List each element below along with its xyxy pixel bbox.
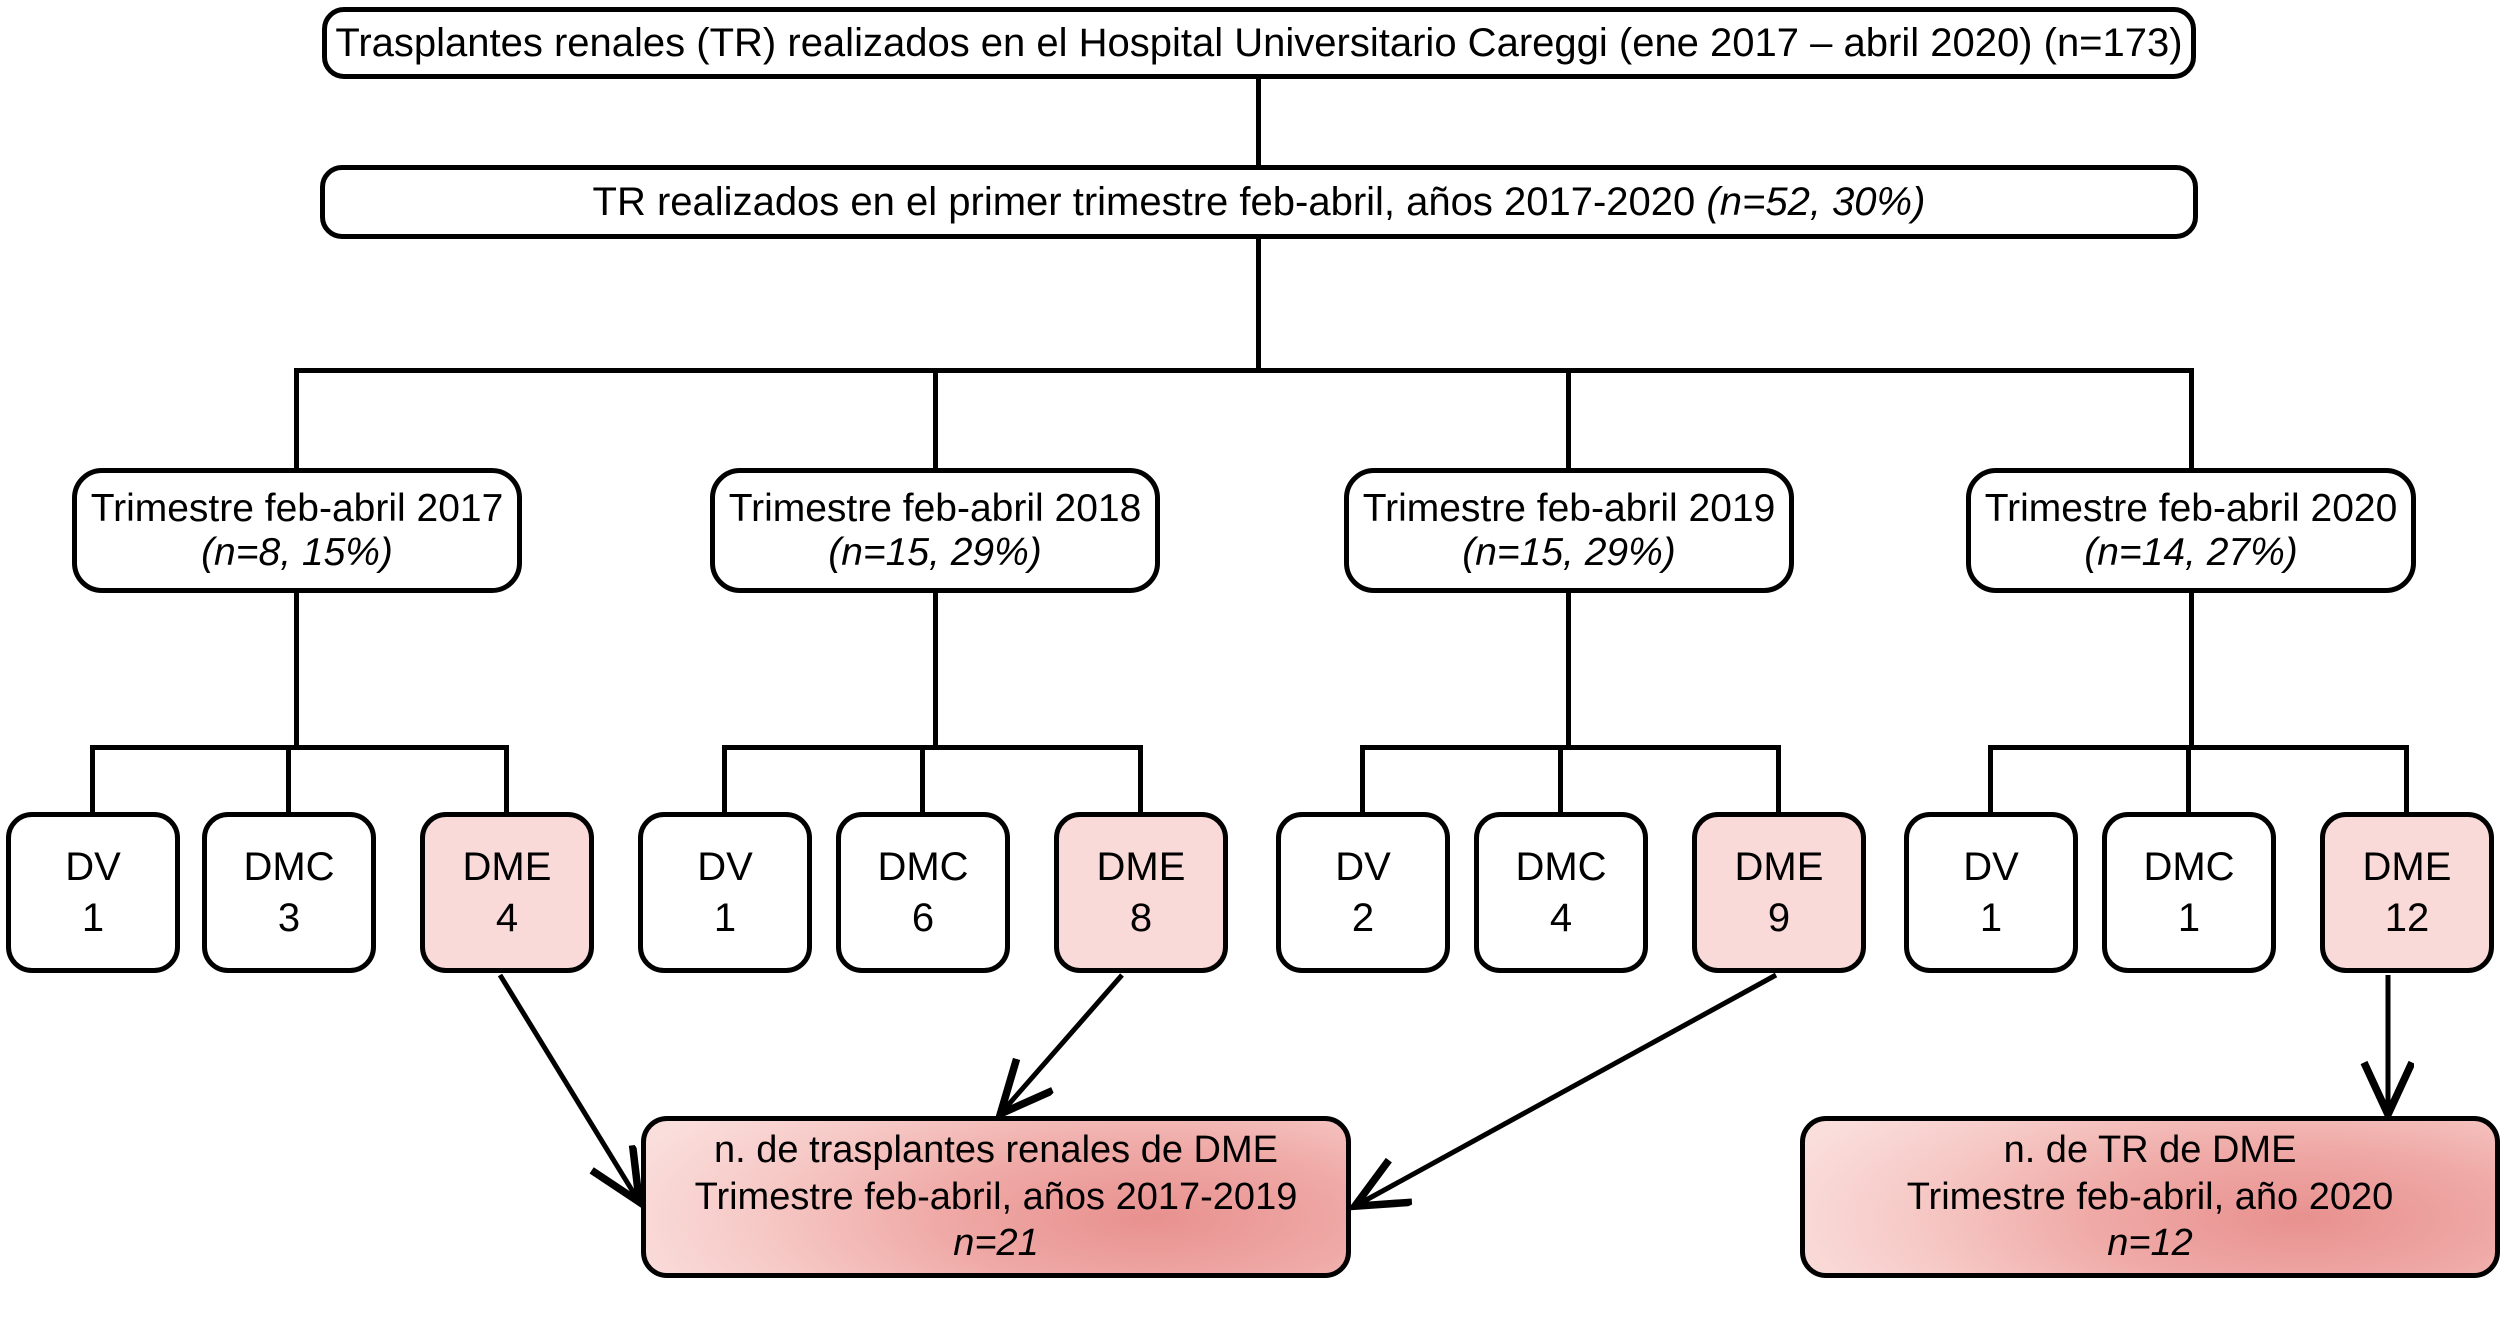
connector-bar-2019 xyxy=(1360,745,1781,750)
leaf-2019-dv-count: 2 xyxy=(1351,895,1375,940)
node-2019-donor-dmc: DMC 4 xyxy=(1474,812,1648,973)
leaf-2018-dmc-type: DMC xyxy=(877,844,969,889)
year-2020-stat: (n=14, 27%) xyxy=(2084,530,2298,574)
leaf-2018-dmc-count: 6 xyxy=(911,895,935,940)
leaf-2019-dmc-count: 4 xyxy=(1549,895,1573,940)
node-summary-dme-2020: n. de TR de DME Trimestre feb-abril, año… xyxy=(1800,1116,2500,1278)
summary-right-line2: Trimestre feb-abril, año 2020 xyxy=(1906,1175,2394,1218)
connector-drop-year-2019 xyxy=(1566,368,1571,468)
connector-drop-2018-dmc xyxy=(920,745,925,812)
connector-drop-2020-dme xyxy=(2404,745,2409,812)
summary-left-line3: n=21 xyxy=(953,1222,1039,1265)
node-2020-donor-dme: DME 12 xyxy=(2320,812,2494,973)
connector-drop-2018-dv xyxy=(722,745,727,812)
leaf-2018-dv-type: DV xyxy=(697,844,753,889)
year-2018-label: Trimestre feb-abril 2018 xyxy=(728,486,1142,530)
leaf-2017-dme-type: DME xyxy=(462,844,552,889)
leaf-2017-dmc-type: DMC xyxy=(243,844,335,889)
year-2019-label: Trimestre feb-abril 2019 xyxy=(1362,486,1776,530)
year-2019-stat: (n=15, 29%) xyxy=(1462,530,1676,574)
connector-drop-2017-dv xyxy=(90,745,95,812)
arrow-dme2017-to-summary-left xyxy=(497,973,638,1200)
connector-drop-2020-dv xyxy=(1988,745,1993,812)
leaf-2019-dmc-type: DMC xyxy=(1515,844,1607,889)
arrow-dme2018-to-summary-left xyxy=(1002,973,1124,1112)
leaf-2017-dv-type: DV xyxy=(65,844,121,889)
year-2020-label: Trimestre feb-abril 2020 xyxy=(1984,486,2398,530)
leaf-2020-dmc-type: DMC xyxy=(2143,844,2235,889)
leaf-2020-dme-type: DME xyxy=(2362,844,2452,889)
leaf-2020-dv-count: 1 xyxy=(1979,895,2003,940)
node-year-2019: Trimestre feb-abril 2019 (n=15, 29%) xyxy=(1344,468,1794,593)
leaf-2018-dme-type: DME xyxy=(1096,844,1186,889)
node-2018-donor-dv: DV 1 xyxy=(638,812,812,973)
window-text-plain: TR realizados en el primer trimestre feb… xyxy=(592,179,1707,224)
node-2017-donor-dme: DME 4 xyxy=(420,812,594,973)
connector-bar-2020 xyxy=(1988,745,2409,750)
connector-drop-2017-dmc xyxy=(286,745,291,812)
connector-drop-year-2018 xyxy=(933,368,938,468)
year-2018-stat: (n=15, 29%) xyxy=(828,530,1042,574)
connector-stem-2018 xyxy=(933,593,938,745)
summary-left-line2: Trimestre feb-abril, años 2017-2019 xyxy=(694,1175,1298,1218)
window-text: TR realizados en el primer trimestre feb… xyxy=(593,180,1926,225)
year-2017-label: Trimestre feb-abril 2017 xyxy=(90,486,504,530)
node-2019-donor-dv: DV 2 xyxy=(1276,812,1450,973)
node-root-population: Trasplantes renales (TR) realizados en e… xyxy=(322,7,2196,79)
node-summary-dme-2017-2019: n. de trasplantes renales de DME Trimest… xyxy=(641,1116,1351,1278)
node-2019-donor-dme: DME 9 xyxy=(1692,812,1866,973)
leaf-2020-dv-type: DV xyxy=(1963,844,2019,889)
connector-stem-2017 xyxy=(294,593,299,745)
connector-drop-year-2017 xyxy=(294,368,299,468)
node-2017-donor-dv: DV 1 xyxy=(6,812,180,973)
leaf-2019-dme-type: DME xyxy=(1734,844,1824,889)
leaf-2019-dv-type: DV xyxy=(1335,844,1391,889)
node-2020-donor-dmc: DMC 1 xyxy=(2102,812,2276,973)
leaf-2018-dv-count: 1 xyxy=(713,895,737,940)
summary-right-line1: n. de TR de DME xyxy=(2003,1129,2297,1172)
connector-root-to-window xyxy=(1256,79,1261,165)
leaf-2019-dme-count: 9 xyxy=(1767,895,1791,940)
connector-bar-2018 xyxy=(722,745,1143,750)
node-year-2018: Trimestre feb-abril 2018 (n=15, 29%) xyxy=(710,468,1160,593)
connector-stem-2019 xyxy=(1566,593,1571,745)
root-text: Trasplantes renales (TR) realizados en e… xyxy=(335,20,2183,65)
node-year-2017: Trimestre feb-abril 2017 (n=8, 15%) xyxy=(72,468,522,593)
leaf-2017-dmc-count: 3 xyxy=(277,895,301,940)
connector-drop-2019-dme xyxy=(1776,745,1781,812)
node-2017-donor-dmc: DMC 3 xyxy=(202,812,376,973)
leaf-2020-dmc-count: 1 xyxy=(2177,895,2201,940)
connector-drop-2018-dme xyxy=(1138,745,1143,812)
year-2017-stat: (n=8, 15%) xyxy=(201,530,393,574)
node-2018-donor-dme: DME 8 xyxy=(1054,812,1228,973)
summary-right-line3: n=12 xyxy=(2107,1222,2193,1265)
node-2018-donor-dmc: DMC 6 xyxy=(836,812,1010,973)
connector-drop-2017-dme xyxy=(504,745,509,812)
summary-left-line1: n. de trasplantes renales de DME xyxy=(714,1129,1278,1172)
connector-year-distribution-bar xyxy=(294,368,2194,373)
connector-window-down xyxy=(1256,239,1261,368)
connector-drop-year-2020 xyxy=(2189,368,2194,468)
connector-drop-2020-dmc xyxy=(2186,745,2191,812)
node-year-2020: Trimestre feb-abril 2020 (n=14, 27%) xyxy=(1966,468,2416,593)
window-text-italic: (n=52, 30%) xyxy=(1706,179,1926,224)
leaf-2018-dme-count: 8 xyxy=(1129,895,1153,940)
connector-drop-2019-dv xyxy=(1360,745,1365,812)
connector-drop-2019-dmc xyxy=(1558,745,1563,812)
node-study-window: TR realizados en el primer trimestre feb… xyxy=(320,165,2198,239)
leaf-2017-dme-count: 4 xyxy=(495,895,519,940)
connector-stem-2020 xyxy=(2189,593,2194,745)
leaf-2020-dme-count: 12 xyxy=(2384,895,2430,940)
node-2020-donor-dv: DV 1 xyxy=(1904,812,2078,973)
arrow-dme2019-to-summary-left xyxy=(1357,972,1778,1205)
leaf-2017-dv-count: 1 xyxy=(81,895,105,940)
connector-bar-2017 xyxy=(90,745,509,750)
